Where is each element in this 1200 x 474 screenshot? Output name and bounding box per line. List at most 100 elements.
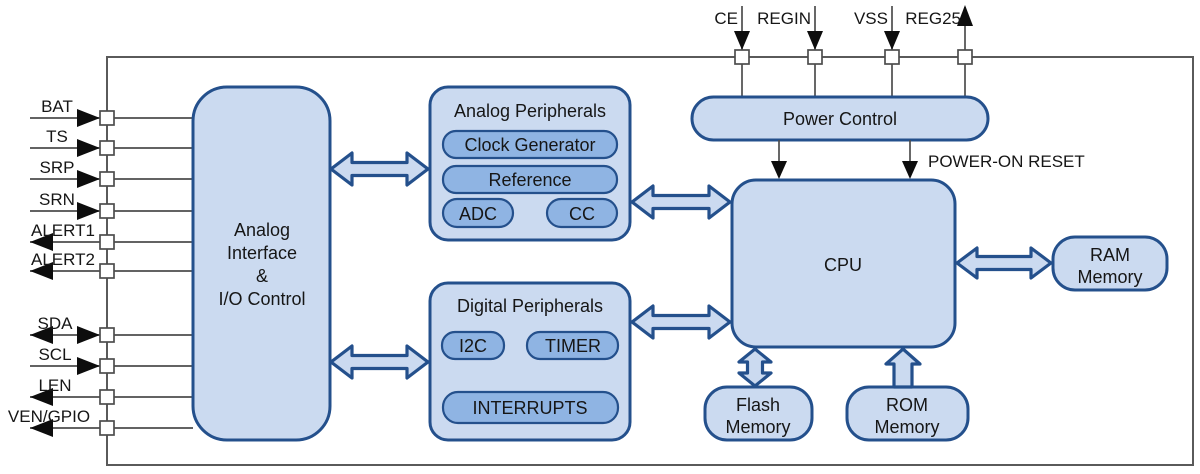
pin-srp-square: [99, 171, 115, 187]
pin-reg25-square: [957, 49, 973, 65]
pin-regin-label: REGIN: [757, 9, 811, 28]
pin-ce: CE: [714, 6, 750, 97]
pin-scl-label: SCL: [38, 345, 71, 364]
reference-shape: [441, 164, 619, 195]
pin-len-arrow-out-icon: [30, 388, 53, 406]
pin-ce-square: [734, 49, 750, 65]
pin-srn-arrow-in-icon: [77, 202, 100, 220]
power-control-label: Power Control: [783, 109, 897, 129]
pin-sda-arrow-in-icon: [77, 326, 100, 344]
pin-alert1-arrow-out-icon: [30, 233, 53, 251]
ram-memory-line1: RAM: [1090, 245, 1130, 265]
pin-sda-arrow-out-icon: [30, 326, 53, 344]
pin-ts-square: [99, 140, 115, 156]
bus-arrow-interface-digital-periph: [329, 344, 430, 380]
interrupts-shape: [441, 390, 620, 425]
pin-scl-arrow-in-icon: [77, 357, 100, 375]
analog-interface-line1: Analog: [234, 220, 290, 240]
ram-memory-line2: Memory: [1077, 267, 1142, 287]
pin-srp: SRP: [30, 158, 193, 188]
rom-memory-line1: ROM: [886, 395, 928, 415]
pin-srn: SRN: [30, 190, 193, 220]
analog-interface-line3: &: [256, 266, 268, 286]
interrupts-label: INTERRUPTS: [472, 398, 587, 418]
pin-ven-gpio-label: VEN/GPIO: [8, 407, 90, 426]
reference-label: Reference: [488, 170, 571, 190]
pin-ts-arrow-in-icon: [77, 139, 100, 157]
analog-peripherals-title: Analog Peripherals: [454, 101, 606, 121]
analog-peripherals-block: Analog Peripherals Clock Generator Refer…: [428, 85, 632, 242]
pin-bat-label: BAT: [41, 97, 73, 116]
pin-alert2-label: ALERT2: [31, 250, 95, 269]
pin-reg25-label: REG25: [905, 9, 961, 28]
pin-scl-square: [99, 358, 115, 374]
pin-srn-label: SRN: [39, 190, 75, 209]
bus-arrow-analog-periph-cpu: [630, 184, 732, 220]
pin-ven-gpio-arrow-out-icon: [30, 419, 53, 437]
cpu-block: CPU: [730, 178, 957, 349]
pin-ts: TS: [30, 127, 193, 157]
power-control-to-cpu-arrows: POWER-ON RESET: [771, 140, 1085, 179]
analog-interface-shape: [191, 85, 332, 442]
pin-sda: SDA: [30, 314, 193, 344]
ram-memory-shape: [1051, 235, 1169, 292]
flash-memory-shape: [703, 385, 814, 442]
flash-memory-line1: Flash: [736, 395, 780, 415]
pin-len-label: LEN: [38, 376, 71, 395]
ram-memory-block: RAM Memory: [1051, 235, 1169, 292]
analog-interface-line4: I/O Control: [218, 289, 305, 309]
pin-sda-label: SDA: [38, 314, 74, 333]
i2c-shape: [440, 330, 506, 361]
pin-bat: BAT: [30, 97, 193, 127]
pin-vss: VSS: [854, 6, 900, 97]
cc-shape: [545, 197, 619, 229]
pin-srp-label: SRP: [40, 158, 75, 177]
pin-sda-square: [99, 327, 115, 343]
power-on-reset-label: POWER-ON RESET: [928, 152, 1085, 171]
chip-boundary: [106, 56, 1194, 466]
pin-regin-square: [807, 49, 823, 65]
analog-interface-line2: Interface: [227, 243, 297, 263]
pin-ce-label: CE: [714, 9, 738, 28]
cpu-shape: [730, 178, 957, 349]
pin-ven-gpio-square: [99, 420, 115, 436]
analog-interface-block: Analog Interface & I/O Control: [191, 85, 332, 442]
pin-bat-arrow-in-icon: [77, 109, 100, 127]
pin-vss-arrow-in-icon: [884, 31, 900, 50]
pin-vss-square: [884, 49, 900, 65]
i2c-label: I2C: [459, 336, 487, 356]
power-control-shape: [690, 95, 990, 142]
timer-shape: [525, 330, 620, 361]
pin-len: LEN: [30, 376, 193, 406]
rom-memory-line2: Memory: [874, 417, 939, 437]
flash-memory-block: Flash Memory: [703, 385, 814, 442]
pin-alert2-arrow-out-icon: [30, 262, 53, 280]
pin-vss-label: VSS: [854, 9, 888, 28]
pin-ven-gpio: VEN/GPIO: [8, 407, 193, 437]
pin-bat-square: [99, 110, 115, 126]
pin-reg25-arrow-out-icon: [957, 5, 973, 26]
pin-srn-square: [99, 203, 115, 219]
rom-memory-block: ROM Memory: [845, 385, 970, 442]
pin-reg25: REG25: [905, 5, 973, 97]
bus-arrow-digital-periph-cpu: [630, 304, 732, 340]
bus-arrow-rom-cpu: [884, 347, 922, 389]
pin-scl: SCL: [30, 345, 193, 375]
clock-generator-shape: [441, 129, 619, 160]
cc-label: CC: [569, 204, 595, 224]
pin-ce-arrow-in-icon: [734, 31, 750, 50]
power-control-block: Power Control: [690, 95, 990, 142]
pin-regin: REGIN: [757, 6, 823, 97]
reset-arrow-2-icon: [902, 161, 918, 179]
flash-memory-line2: Memory: [725, 417, 790, 437]
adc-shape: [441, 197, 515, 229]
bus-arrow-cpu-ram: [955, 246, 1053, 280]
adc-label: ADC: [459, 204, 497, 224]
digital-peripherals-block: Digital Peripherals I2C TIMER INTERRUPTS: [428, 281, 632, 442]
pin-alert2-square: [99, 263, 115, 279]
bus-arrow-cpu-flash: [737, 347, 773, 388]
pin-alert1: ALERT1: [30, 221, 193, 251]
digital-peripherals-title: Digital Peripherals: [457, 296, 603, 316]
